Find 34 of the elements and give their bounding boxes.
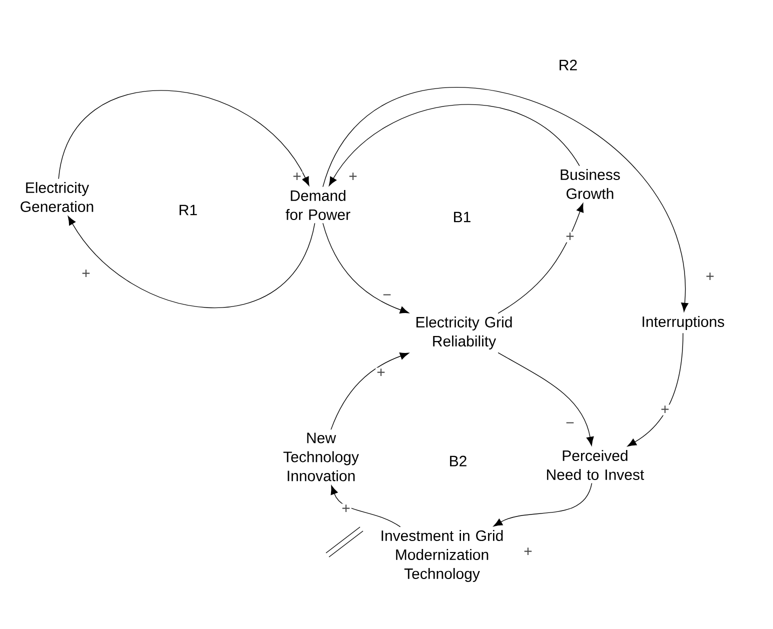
causal-arrow — [58, 90, 310, 186]
variable-label: Electricity Generation — [20, 182, 94, 212]
polarity-sign: + — [566, 232, 574, 240]
loop-label: R2 — [560, 60, 577, 70]
variable-label: Perceived Need to Invest — [547, 450, 644, 480]
causal-arrow — [68, 216, 316, 308]
causal-arrow — [322, 222, 409, 314]
polarity-sign: + — [342, 504, 350, 512]
causal-arrow — [493, 482, 592, 526]
causal-arrow — [328, 104, 580, 186]
polarity-sign: + — [706, 272, 714, 280]
polarity-sign: + — [661, 406, 669, 413]
polarity-sign: + — [349, 172, 357, 180]
polarity-sign: + — [524, 548, 532, 555]
causal-arrow — [330, 485, 401, 528]
causal-arrow — [498, 203, 584, 314]
loop-label: R1 — [180, 204, 197, 216]
variable-label: Investment in Grid Modernization Technology — [382, 530, 503, 582]
polarity-sign: − — [566, 422, 574, 424]
variable-label: New Technology Innovation — [283, 432, 359, 482]
causal-arrow — [498, 352, 594, 446]
polarity-sign: + — [377, 368, 385, 376]
causal-arrow — [627, 332, 684, 446]
polarity-sign: − — [383, 294, 391, 296]
variable-label: Demand for Power — [286, 190, 350, 220]
causal-arrow — [330, 352, 409, 430]
polarity-sign: + — [293, 172, 301, 180]
variable-label: Electricity Grid Reliability — [416, 316, 512, 350]
variable-label: Business Growth — [560, 168, 620, 199]
polarity-sign: + — [82, 270, 90, 277]
loop-label: B2 — [450, 456, 466, 466]
loop-label: B1 — [454, 212, 470, 222]
variable-label: Interruptions — [642, 316, 724, 330]
causal-arrow — [322, 87, 688, 312]
